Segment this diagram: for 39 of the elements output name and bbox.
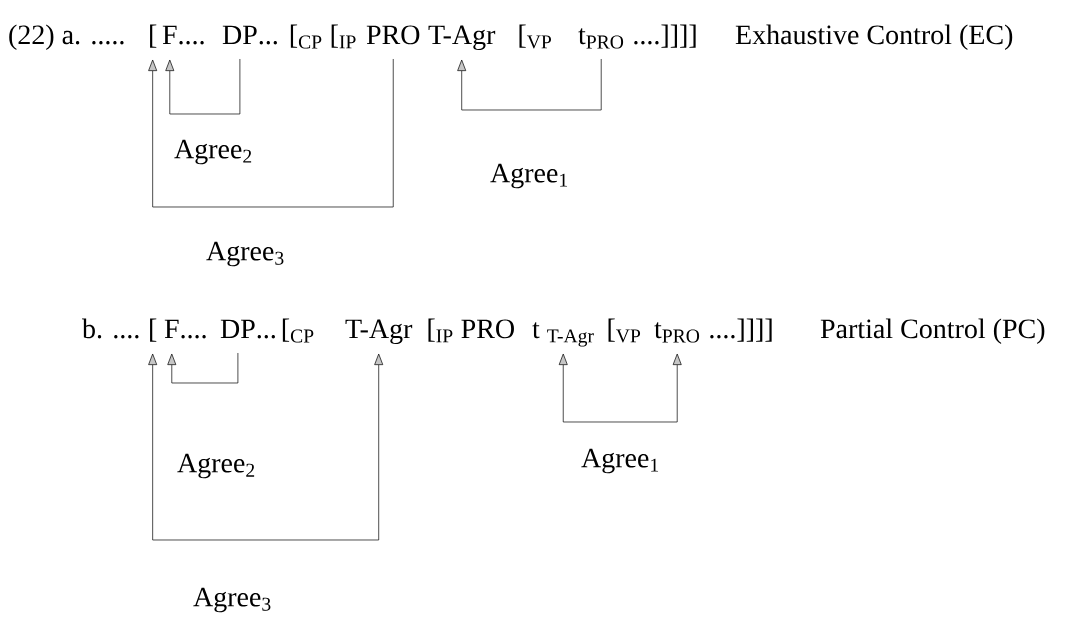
bracket-arrow (457, 58, 602, 111)
sentence-fragment: .... (179, 41, 204, 45)
sentence-fragment: [$_{IP}$ PRO (428, 318, 514, 343)
sentence-word: DP (220, 319, 255, 339)
sentence-word: t$_{PRO}$ (654, 322, 700, 343)
agree-label: Agree$_{2}$ (176, 452, 257, 480)
sentence-word: t$_{PRO}$ (578, 28, 624, 49)
sentence-fragment: ... (259, 41, 277, 45)
sentence-fragment: [$_{CP}$ (282, 318, 314, 343)
sentence-word: [ (150, 24, 157, 48)
sentence-fragment: [$_{CP}$ [$_{IP}$ (290, 24, 356, 49)
control-type-label: Exhaustive Control (EC) (735, 24, 1013, 50)
sentence-fragment: (22) a. ..... (9, 24, 124, 50)
agree-label: Agree$_{3}$ (205, 240, 286, 268)
control-type-label: Partial Control (PC) (820, 318, 1045, 344)
sentence-word: T-Agr (345, 319, 413, 345)
agree-label: Agree$_{3}$ (192, 586, 273, 614)
sentence-word: DP (222, 25, 257, 45)
sentence-word: F (164, 319, 179, 338)
sentence-word: F (162, 25, 177, 44)
sentence-fragment: ... (257, 335, 275, 339)
sentence-fragment: b. .... (82, 318, 139, 339)
sentence-fragment: ....]]]] (634, 24, 696, 48)
sentence-fragment: [$_{VP}$ (519, 24, 551, 49)
bracket-arrow (558, 353, 682, 423)
sentence-word: t $_{T-Agr}$ (532, 322, 594, 347)
agree-label: Agree$_{2}$ (173, 138, 254, 166)
agree-label: Agree$_{1}$ (489, 162, 570, 190)
bracket-arrow (148, 58, 394, 208)
bracket-arrow (167, 352, 239, 384)
sentence-word: PRO (366, 25, 420, 45)
sentence-fragment: ....]]]] (710, 318, 772, 342)
sentence-word: T-Agr (428, 25, 496, 51)
sentence-fragment: .... (181, 335, 206, 339)
bracket-arrow (165, 58, 241, 115)
sentence-word: [ (150, 318, 157, 342)
bracket-arrow (148, 353, 384, 541)
sentence-fragment: [$_{VP}$ (608, 318, 641, 343)
agree-label: Agree$_{1}$ (580, 447, 661, 475)
